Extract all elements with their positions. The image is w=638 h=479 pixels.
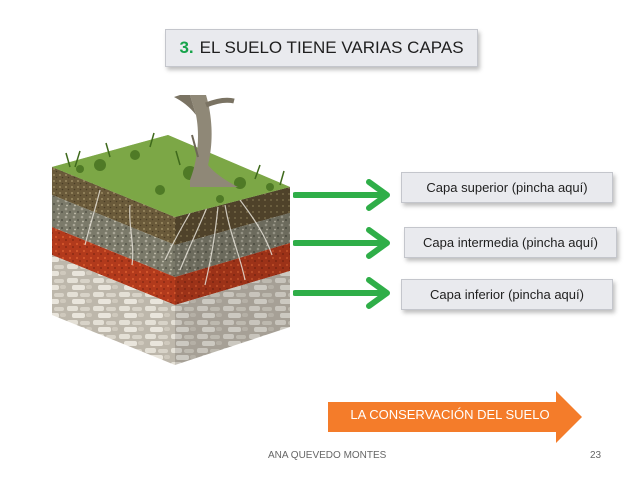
- soil-block-illustration: [52, 95, 290, 365]
- title-box: 3. EL SUELO TIENE VARIAS CAPAS: [165, 29, 478, 67]
- right-arrow-icon: [293, 179, 390, 211]
- bottom-layer-button[interactable]: Capa inferior (pincha aquí): [401, 279, 613, 310]
- page-title: EL SUELO TIENE VARIAS CAPAS: [199, 38, 464, 57]
- soil-conservation-link[interactable]: [328, 391, 584, 443]
- footer-author: ANA QUEVEDO MONTES: [268, 450, 387, 461]
- right-arrow-icon: [293, 227, 390, 259]
- title-number: 3.: [179, 38, 194, 57]
- top-layer-button[interactable]: Capa superior (pincha aquí): [401, 172, 613, 203]
- middle-layer-button[interactable]: Capa intermedia (pincha aquí): [404, 227, 617, 258]
- page-number: 23: [590, 450, 602, 461]
- right-arrow-icon: [293, 277, 390, 309]
